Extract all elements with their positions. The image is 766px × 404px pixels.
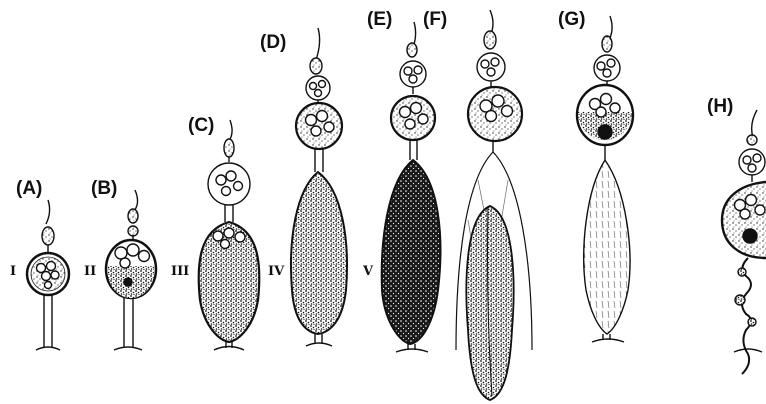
stage-label-v: V	[363, 264, 373, 279]
panel-label-h: (H)	[707, 96, 733, 118]
stage-label-i: I	[10, 264, 16, 279]
structure-h	[722, 110, 766, 374]
panel-label-f: (F)	[423, 9, 447, 31]
stage-label-ii: II	[84, 264, 96, 279]
structure-a	[27, 200, 69, 350]
stage-label-iv: IV	[268, 264, 284, 279]
structure-d	[291, 28, 347, 346]
panel-label-g: (G)	[558, 9, 585, 31]
panel-label-b: (B)	[91, 178, 117, 200]
panel-label-c: (C)	[188, 115, 214, 137]
panel-label-a: (A)	[16, 178, 42, 200]
structure-f	[456, 10, 532, 400]
structure-e	[382, 22, 441, 352]
stage-label-iii: III	[171, 264, 189, 279]
structure-g	[577, 16, 633, 342]
panel-label-d: (D)	[260, 32, 286, 54]
panel-label-e: (E)	[367, 9, 392, 31]
structure-b	[106, 190, 156, 350]
structure-c	[199, 120, 260, 350]
